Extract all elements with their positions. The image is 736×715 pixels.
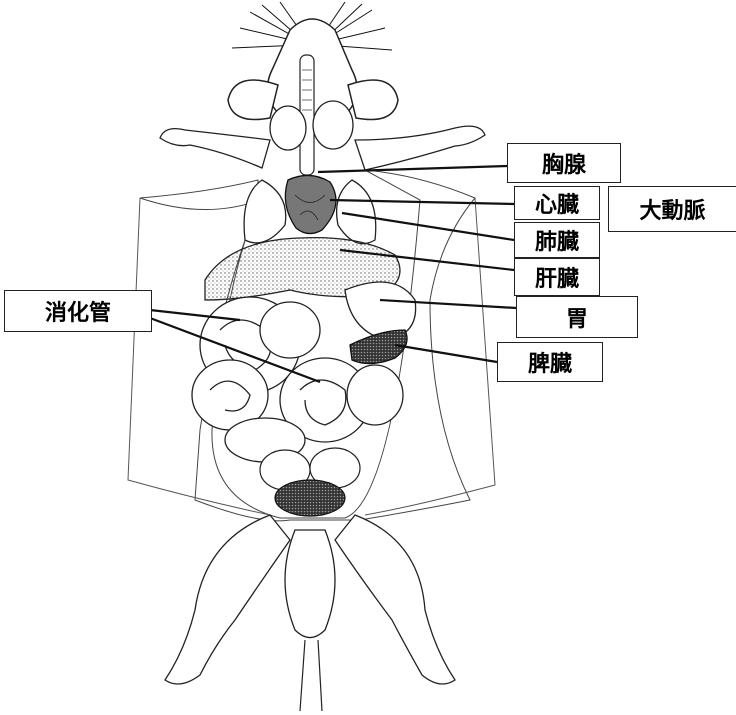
label-thymus: 胸腺 bbox=[507, 143, 621, 183]
left-arm bbox=[160, 129, 270, 168]
right-ear bbox=[348, 80, 398, 120]
heart bbox=[285, 175, 336, 233]
right-lung bbox=[337, 180, 376, 244]
label-lung: 肺臓 bbox=[514, 222, 600, 258]
label-spleen: 脾臓 bbox=[497, 342, 603, 382]
left-lung bbox=[244, 180, 286, 243]
label-aorta: 大動脈 bbox=[608, 186, 736, 232]
right-arm bbox=[355, 126, 485, 170]
label-stomach: 胃 bbox=[516, 296, 638, 338]
spleen bbox=[350, 330, 407, 364]
thymus-leader bbox=[318, 166, 507, 172]
spleen-leader bbox=[395, 345, 497, 362]
tail bbox=[285, 530, 335, 638]
label-liver: 肝臓 bbox=[514, 258, 600, 296]
dark-organ bbox=[275, 480, 345, 516]
label-digestive-tract: 消化管 bbox=[4, 290, 152, 332]
left-leg bbox=[165, 515, 290, 684]
right-leg bbox=[335, 515, 455, 684]
left-ear bbox=[228, 80, 278, 120]
label-heart: 心臓 bbox=[514, 186, 600, 220]
